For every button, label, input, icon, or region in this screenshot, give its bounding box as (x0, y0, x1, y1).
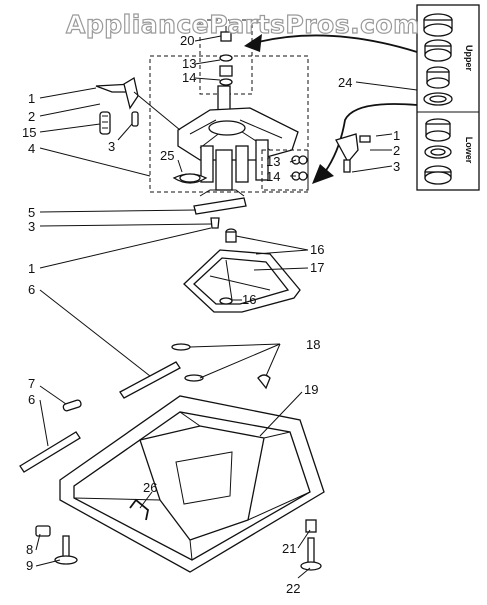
callout-21: 21 (282, 541, 296, 556)
callout-16-upper: 16 (310, 242, 324, 257)
lower-seal-arrowhead (312, 164, 334, 184)
callout-26: 26 (143, 480, 157, 495)
callout-5: 5 (28, 205, 35, 220)
callout-3-upper-left: 3 (108, 139, 115, 154)
seal-parts-right (291, 155, 308, 181)
upper-seal-arrow (257, 34, 418, 53)
callout-13-right: 13 (266, 154, 280, 169)
upper-seal-stack (423, 13, 453, 106)
callout-1-right: 1 (393, 128, 400, 143)
callout-20: 20 (180, 33, 194, 48)
callout-labels: 20 13 14 24 1 2 15 3 4 25 1 2 3 13 14 5 … (22, 33, 400, 596)
leader-lines (35, 35, 418, 579)
base-frame-19 (59, 395, 325, 573)
foot-22 (300, 561, 322, 571)
callout-15: 15 (22, 125, 36, 140)
upper-label: Upper (464, 45, 474, 72)
right-bracket-parts (335, 133, 371, 173)
callout-6-upper: 6 (28, 282, 35, 297)
lower-seal-stack (424, 118, 452, 185)
upper-seal-arrowhead (244, 34, 262, 52)
callout-3-mid: 3 (28, 219, 35, 234)
callout-16-lower: 16 (242, 292, 256, 307)
callout-8: 8 (26, 542, 33, 557)
callout-2-right: 2 (393, 143, 400, 158)
callout-9: 9 (26, 558, 33, 573)
lower-seal-arrow (324, 103, 418, 173)
callout-6-lower: 6 (28, 392, 35, 407)
callout-25: 25 (160, 148, 174, 163)
seal-kit-panel: Upper Lower (416, 4, 480, 191)
callout-2-upper-left: 2 (28, 109, 35, 124)
part-5-3 (193, 189, 247, 229)
pads-18 (171, 343, 271, 390)
callout-14-right: 14 (266, 169, 280, 184)
lower-label: Lower (464, 137, 474, 164)
rails-6-7 (19, 361, 181, 473)
seal-parts-20-13-14 (219, 26, 233, 86)
rail-6-upper (119, 361, 181, 399)
callout-3-right: 3 (393, 159, 400, 174)
drive-assembly (172, 85, 299, 191)
callout-14: 14 (182, 70, 196, 85)
callout-22: 22 (286, 581, 300, 596)
callout-4: 4 (28, 141, 35, 156)
rail-6-lower (19, 431, 81, 473)
part-8 (35, 525, 51, 537)
foot-9 (54, 555, 78, 565)
watermark-text: AppliancePartsPros.com (65, 9, 420, 39)
callout-24: 24 (338, 75, 352, 90)
callout-13: 13 (182, 56, 196, 71)
callout-18: 18 (306, 337, 320, 352)
callout-17: 17 (310, 260, 324, 275)
callout-19: 19 (304, 382, 318, 397)
callout-1-upper-left: 1 (28, 91, 35, 106)
callout-7: 7 (28, 376, 35, 391)
seal-detail-box-right (261, 149, 309, 191)
callout-1-mid: 1 (28, 261, 35, 276)
part-7 (62, 399, 82, 412)
left-bracket-parts (95, 76, 181, 135)
part-21 (305, 519, 317, 533)
